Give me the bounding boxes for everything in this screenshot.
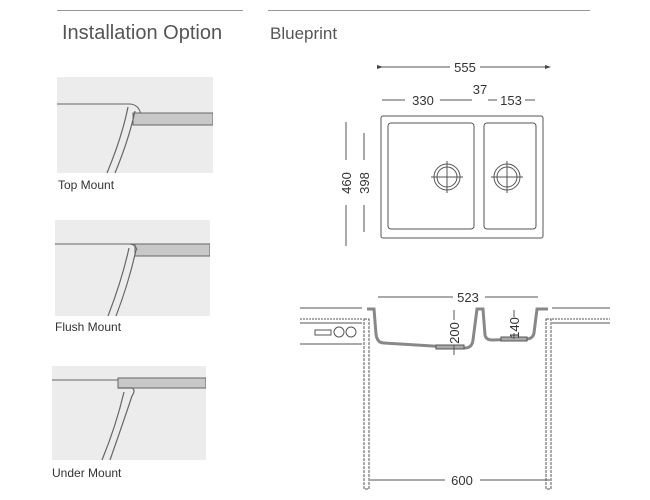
top-mount-label: Top Mount [58,178,115,192]
dim-right-bowl-width: 153 [500,93,522,108]
installation-option-title: Installation Option [62,22,223,44]
dim-overall-width: 555 [454,60,476,75]
dim-bowl-span: 523 [457,290,479,305]
under-mount-label: Under Mount [52,466,122,480]
dim-gap: 37 [473,82,487,97]
top-mount-illustration [57,77,214,174]
dim-left-bowl-width: 330 [412,93,434,108]
right-header-rule [268,10,590,11]
blueprint-drawing: 555 37 330 153 460 398 523 200 140 600 [300,60,610,490]
dim-bowl-depth: 398 [357,172,372,194]
dim-right-bowl-height: 140 [507,317,522,339]
flush-mount-illustration [55,220,211,317]
left-header-rule [57,10,243,11]
under-mount-illustration [52,366,207,461]
dim-overall-depth: 460 [339,172,354,194]
blueprint-title: Blueprint [270,24,338,43]
flush-mount-label: Flush Mount [55,320,122,334]
dim-cabinet-width: 600 [451,473,473,488]
dim-left-bowl-height: 200 [447,322,462,344]
